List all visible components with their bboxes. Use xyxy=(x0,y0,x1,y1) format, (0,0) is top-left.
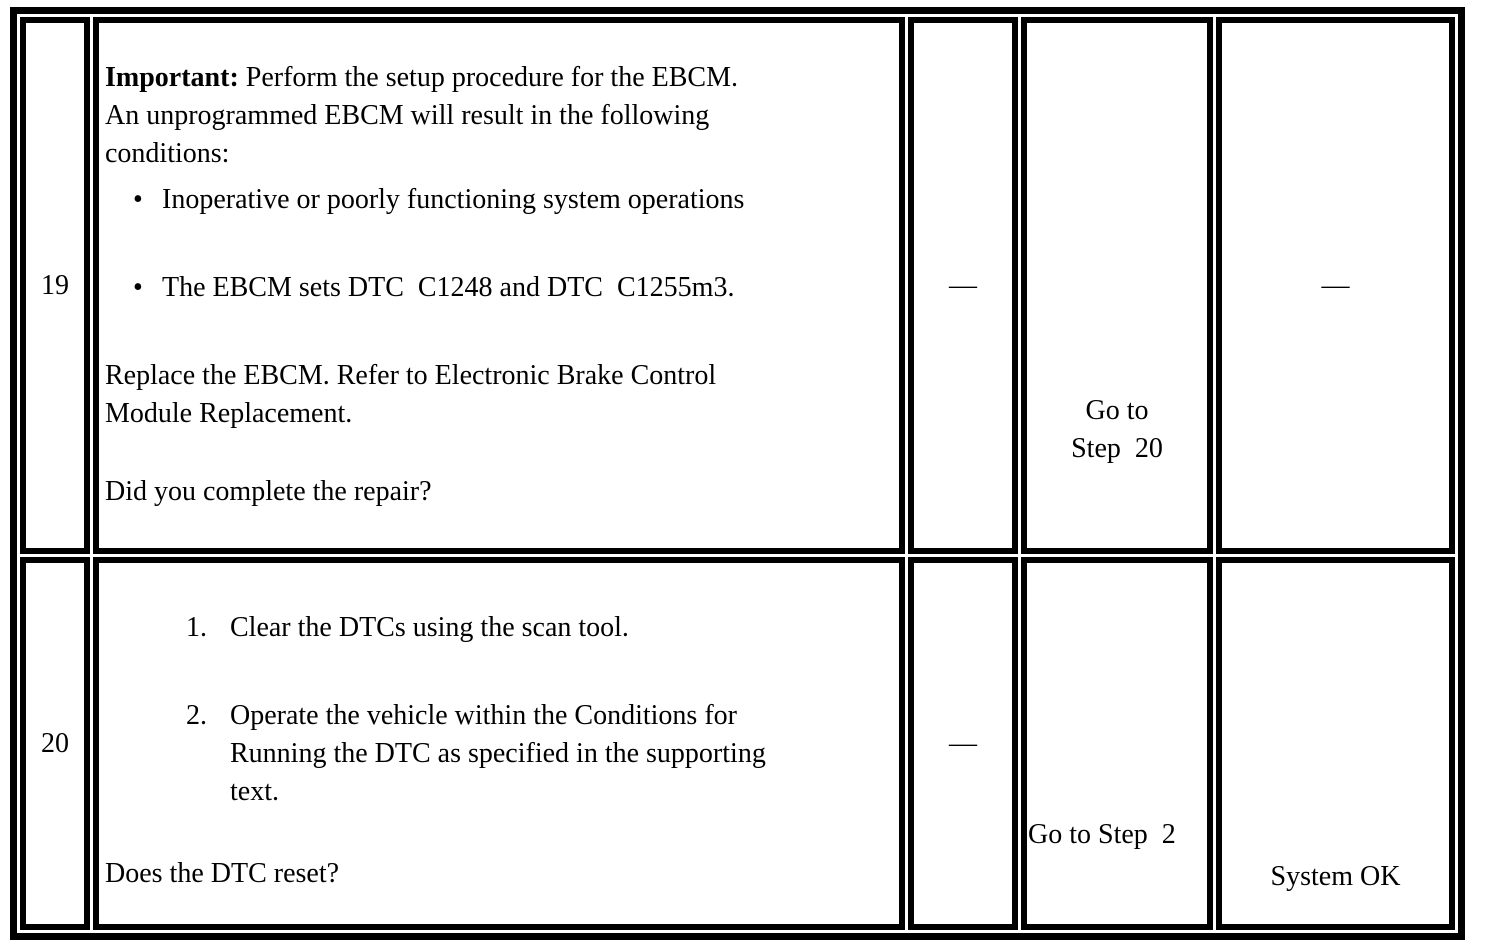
action-cell: 1. Clear the DTCs using the scan tool. 2… xyxy=(93,557,905,930)
intro-paragraph: Important: Perform the setup procedure f… xyxy=(105,59,893,173)
value-cell: — xyxy=(908,557,1018,930)
numbered-item: 1. Clear the DTCs using the scan tool. xyxy=(186,609,893,647)
diagnostic-table: 19 Important: Perform the setup procedur… xyxy=(10,7,1465,940)
question-text: Does the DTC reset? xyxy=(105,858,340,889)
bullet-text: Inoperative or poorly functioning system… xyxy=(162,184,745,215)
dash: — xyxy=(1321,269,1350,301)
result-text: System OK xyxy=(1270,861,1401,892)
dash: — xyxy=(949,727,977,759)
numbered-list: 1. Clear the DTCs using the scan tool. 2… xyxy=(105,609,893,811)
bullet-icon: • xyxy=(133,272,143,303)
item-number: 1. xyxy=(186,612,207,643)
item-number: 2. xyxy=(186,700,207,731)
yes-cell: Go to Step 20 xyxy=(1021,17,1213,554)
no-cell: — xyxy=(1216,17,1455,554)
body-text: Replace the EBCM. Refer to Electronic Br… xyxy=(105,360,717,429)
yes-cell: Go to Step 2 xyxy=(1021,557,1213,930)
dash: — xyxy=(949,269,977,301)
table-row-step-20: 20 1. Clear the DTCs using the scan tool… xyxy=(20,557,1455,930)
action-content: 1. Clear the DTCs using the scan tool. 2… xyxy=(99,563,899,893)
step-number: 19 xyxy=(41,269,69,301)
numbered-item: 2. Operate the vehicle within the Condit… xyxy=(186,697,893,811)
question-text: Did you complete the repair? xyxy=(105,476,432,507)
bullet-icon: • xyxy=(133,184,143,215)
step-cell: 19 xyxy=(20,17,90,554)
step-cell: 20 xyxy=(20,557,90,930)
value-cell: — xyxy=(908,17,1018,554)
goto-text: Go to Step 20 xyxy=(1071,395,1163,464)
bullet-text: The EBCM sets DTC C1248 and DTC C1255m3. xyxy=(162,272,735,303)
action-content: Important: Perform the setup procedure f… xyxy=(99,23,899,511)
step-number: 20 xyxy=(41,727,69,759)
no-cell: System OK xyxy=(1216,557,1455,930)
bullet-item: • Inoperative or poorly functioning syst… xyxy=(133,181,893,219)
item-text: Clear the DTCs using the scan tool. xyxy=(230,612,629,643)
bullet-list: • Inoperative or poorly functioning syst… xyxy=(105,181,893,307)
action-cell: Important: Perform the setup procedure f… xyxy=(93,17,905,554)
intro-text: Perform the setup procedure for the EBCM… xyxy=(105,62,738,169)
goto-text: Go to Step 2 xyxy=(1028,819,1176,850)
important-label: Important: xyxy=(105,62,239,93)
item-text: Operate the vehicle within the Condition… xyxy=(230,700,766,807)
table-row-step-19: 19 Important: Perform the setup procedur… xyxy=(20,17,1455,554)
bullet-item: • The EBCM sets DTC C1248 and DTC C1255m… xyxy=(133,269,893,307)
